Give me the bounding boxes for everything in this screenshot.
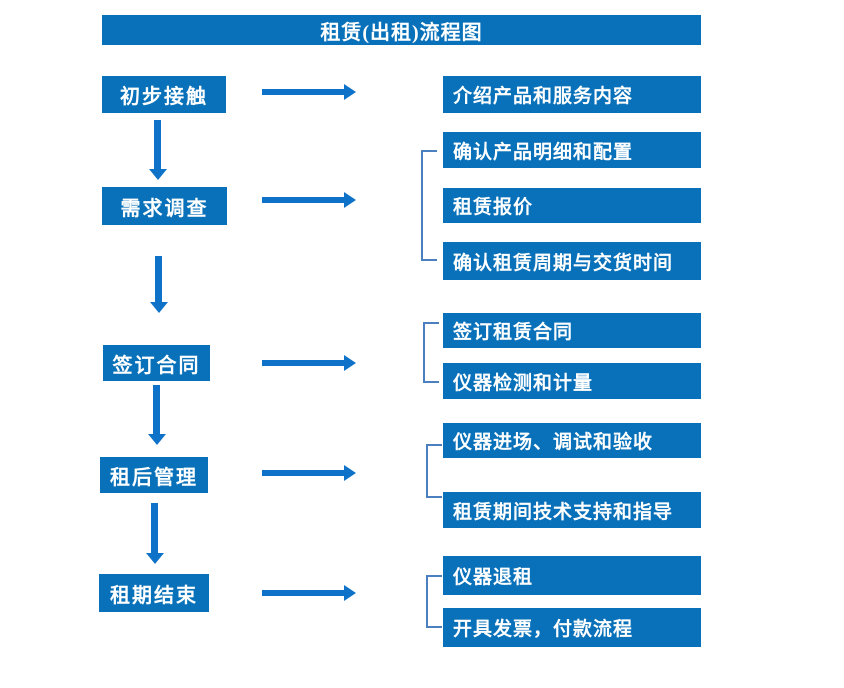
arrow-right-icon <box>262 355 356 371</box>
detail-box: 租赁期间技术支持和指导 <box>443 492 701 528</box>
detail-box: 签订租赁合同 <box>443 313 701 348</box>
arrow-shaft <box>262 360 345 366</box>
page-title: 租赁(出租)流程图 <box>320 21 483 44</box>
arrow-shaft <box>155 256 162 303</box>
detail-box: 介绍产品和服务内容 <box>443 76 701 113</box>
step-box-demand-survey: 需求调查 <box>102 187 227 225</box>
detail-box: 确认产品明细和配置 <box>443 132 701 168</box>
arrow-shaft <box>262 89 345 95</box>
detail-box: 仪器进场、调试和验收 <box>443 423 701 458</box>
arrow-down-icon <box>149 120 167 180</box>
step-box-initial-contact: 初步接触 <box>102 76 226 113</box>
arrow-shaft <box>154 120 161 170</box>
detail-box: 仪器检测和计量 <box>443 363 701 399</box>
group-bracket <box>423 322 439 383</box>
detail-box: 仪器退租 <box>443 556 701 595</box>
detail-box: 开具发票，付款流程 <box>443 608 701 647</box>
arrow-head <box>344 355 356 371</box>
step-box-rental-end: 租期结束 <box>99 574 209 612</box>
group-bracket <box>426 444 442 498</box>
arrow-down-icon <box>150 256 168 313</box>
arrow-right-icon <box>262 192 356 208</box>
arrow-down-icon <box>148 385 166 445</box>
arrow-shaft <box>153 385 160 435</box>
arrow-head <box>148 434 166 445</box>
detail-box: 确认租赁周期与交货时间 <box>443 242 701 280</box>
arrow-shaft <box>262 197 345 203</box>
title-bar: 租赁(出租)流程图 <box>102 15 701 45</box>
group-bracket <box>426 575 442 628</box>
step-box-post-rental-management: 租后管理 <box>100 457 208 493</box>
step-box-sign-contract: 签订合同 <box>103 345 210 381</box>
arrow-head <box>150 302 168 313</box>
arrow-shaft <box>151 503 158 554</box>
arrow-right-icon <box>262 465 356 481</box>
arrow-head <box>149 169 167 180</box>
arrow-right-icon <box>262 84 356 100</box>
arrow-head <box>344 465 356 481</box>
arrow-head <box>146 553 164 564</box>
arrow-right-icon <box>262 585 356 601</box>
arrow-down-icon <box>146 503 164 564</box>
arrow-head <box>344 585 356 601</box>
arrow-head <box>344 84 356 100</box>
arrow-shaft <box>262 470 345 476</box>
group-bracket <box>421 150 437 261</box>
detail-box: 租赁报价 <box>443 188 701 223</box>
arrow-shaft <box>262 590 345 596</box>
arrow-head <box>344 192 356 208</box>
